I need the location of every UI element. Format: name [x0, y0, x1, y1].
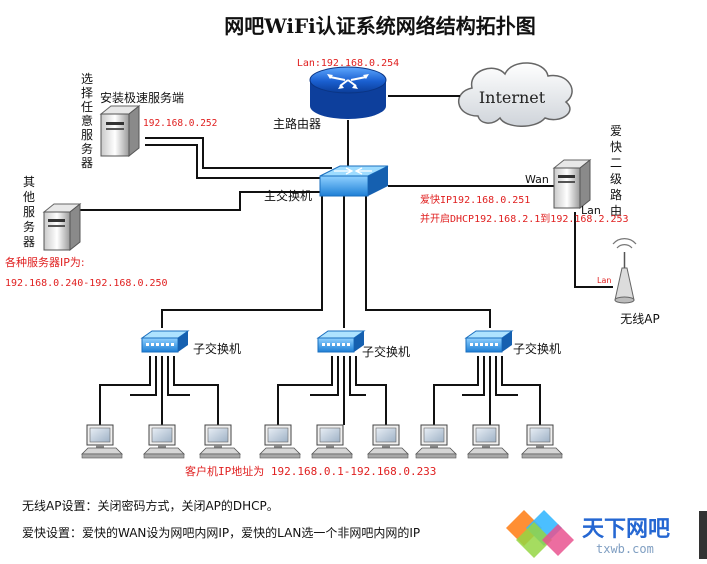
- client-pc: [467, 424, 509, 459]
- speed-server: [99, 104, 141, 158]
- client-pc: [143, 424, 185, 459]
- svg-text:由: 由: [610, 204, 622, 218]
- edge-bar: [699, 511, 707, 559]
- client-pc: [367, 424, 409, 459]
- client-links: [99, 356, 541, 425]
- client-ip-range: 客户机IP地址为 192.168.0.1-192.168.0.233: [185, 464, 436, 478]
- sub-switch-1: [140, 330, 190, 353]
- svg-text:其: 其: [23, 175, 35, 189]
- client-pc: [415, 424, 457, 459]
- svg-text:他: 他: [23, 190, 35, 204]
- speed-server-side-label: 选 择 任 意 服 务 器: [81, 72, 93, 170]
- sub-switch-1-label: 子交换机: [193, 341, 241, 356]
- speed-server-name: 安装极速服务端: [100, 90, 184, 105]
- internet-label: Internet: [479, 88, 546, 107]
- client-pc: [199, 424, 241, 459]
- aikuai-ip: 爱快IP192.168.0.251: [420, 193, 530, 206]
- svg-text:爱: 爱: [610, 124, 622, 138]
- sub-switch-2: [316, 330, 366, 353]
- sub-switch-2-label: 子交换机: [362, 344, 410, 359]
- link-sub1: [161, 196, 323, 328]
- other-servers-side-label: 其 他 服 务 器: [23, 175, 35, 249]
- sub-switch-3-label: 子交换机: [513, 341, 561, 356]
- svg-text:意: 意: [81, 113, 93, 128]
- wireless-ap: [612, 238, 637, 304]
- aikuai-lan-label: Lan: [581, 204, 601, 217]
- ap-lan-label: Lan: [597, 276, 611, 285]
- link-speed-server-a: [145, 137, 332, 169]
- svg-text:服: 服: [23, 205, 35, 219]
- svg-text:择: 择: [81, 86, 93, 100]
- aikuai-wan-label: Wan: [525, 173, 549, 186]
- svg-text:器: 器: [81, 156, 93, 170]
- svg-text:务: 务: [23, 219, 35, 234]
- client-computers: [81, 424, 563, 459]
- watermark-logo: 天下网吧 txwb.com: [506, 510, 670, 558]
- client-pc: [81, 424, 123, 459]
- sub-switch-3: [464, 330, 514, 353]
- svg-text:路: 路: [610, 187, 622, 202]
- main-router: [309, 66, 387, 119]
- router-lan-ip: Lan:192.168.0.254: [297, 58, 399, 69]
- note-ap-settings: 无线AP设置：关闭密码方式，关闭AP的DHCP。: [22, 498, 279, 513]
- svg-text:务: 务: [81, 141, 93, 156]
- aikuai-side-label: 爱 快 二 级 路 由: [610, 124, 622, 218]
- client-pc: [311, 424, 353, 459]
- aikuai-router: [552, 158, 592, 210]
- svg-text:器: 器: [23, 235, 35, 249]
- svg-text:级: 级: [610, 172, 622, 186]
- link-lines: [80, 120, 613, 328]
- other-servers-ip-title: 各种服务器IP为:: [5, 255, 85, 269]
- main-switch: [319, 165, 389, 197]
- client-pc: [521, 424, 563, 459]
- note-aikuai-settings: 爱快设置：爱快的WAN设为网吧内网IP，爱快的LAN选一个非网吧内网的IP: [22, 525, 420, 540]
- ap-label: 无线AP: [620, 312, 659, 326]
- watermark-site: txwb.com: [596, 542, 654, 556]
- internet-cloud: Internet: [457, 62, 573, 127]
- svg-text:快: 快: [610, 140, 622, 154]
- link-other-servers: [80, 191, 332, 211]
- main-switch-label: 主交换机: [264, 188, 312, 203]
- svg-text:选: 选: [81, 72, 93, 86]
- other-servers: [42, 202, 82, 252]
- watermark-brand: 天下网吧: [582, 517, 670, 542]
- link-speed-server-b: [145, 144, 332, 179]
- link-sub3: [365, 196, 491, 328]
- svg-text:任: 任: [81, 100, 93, 114]
- client-pc: [259, 424, 301, 459]
- speed-server-ip: 192.168.0.252: [143, 118, 217, 129]
- link-ap: [574, 212, 613, 288]
- svg-text:服: 服: [81, 128, 93, 142]
- svg-text:二: 二: [610, 156, 622, 170]
- diagram-title: 网吧WiFi认证系统网络结构拓扑图: [224, 14, 536, 38]
- other-servers-ip-range: 192.168.0.240-192.168.0.250: [5, 278, 168, 289]
- router-label: 主路由器: [273, 116, 321, 131]
- aikuai-dhcp: 并开启DHCP192.168.2.1到192.168.2.253: [420, 212, 629, 225]
